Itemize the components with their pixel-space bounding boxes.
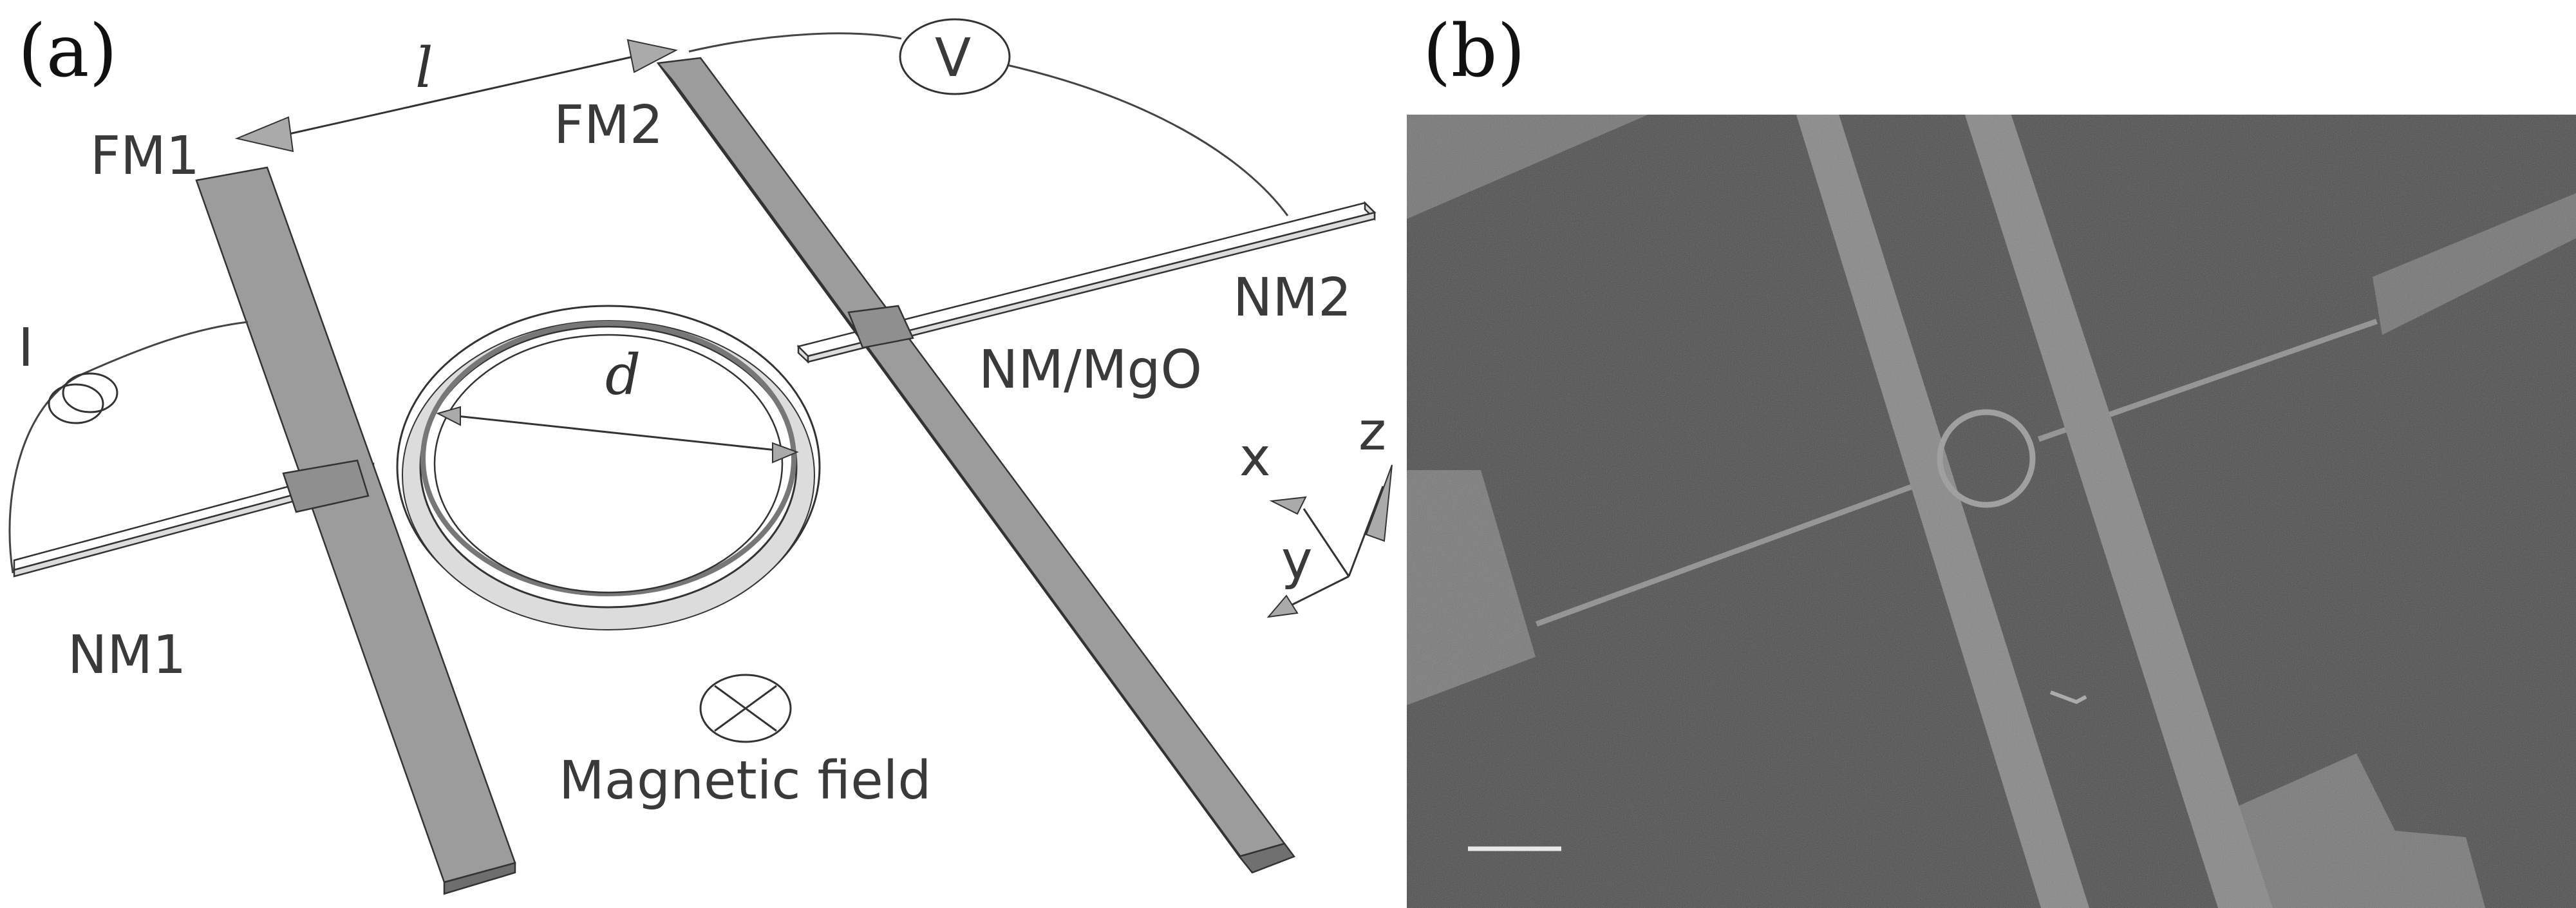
nm-mgo-label: NM/MgO <box>979 339 1202 401</box>
nm2-strip <box>796 200 1377 364</box>
axis-y-label: y <box>1281 530 1313 591</box>
nm1-label: NM1 <box>68 625 186 686</box>
fm2-bar <box>656 57 1295 874</box>
axis-x-label: x <box>1239 427 1271 488</box>
length-label: l <box>415 36 433 100</box>
panel-a-label: (a) <box>18 10 117 93</box>
nm2-label: NM2 <box>1233 267 1351 328</box>
magnetic-field-label: Magnetic field <box>559 750 931 811</box>
length-arrow <box>234 39 678 153</box>
current-source-icon <box>48 372 118 424</box>
axis-z-label: z <box>1359 401 1386 462</box>
panel-b: (b) <box>1407 0 2576 908</box>
voltmeter-icon <box>899 18 1011 95</box>
magnetic-field-icon <box>699 674 792 743</box>
fm1-bar <box>195 166 516 895</box>
nm1-strip <box>13 462 375 578</box>
fm2-label: FM2 <box>554 95 663 156</box>
diameter-arrow <box>436 406 799 464</box>
panel-b-label: (b) <box>1423 10 1525 93</box>
fm1-label: FM1 <box>90 126 200 187</box>
diameter-label: d <box>605 343 641 408</box>
sem-image <box>1407 115 2576 908</box>
current-label: I <box>18 317 33 379</box>
ring <box>396 305 821 630</box>
panel-a: (a) FM1 FM2 NM1 NM2 NM/MgO I V l d x y z… <box>8 10 1393 895</box>
axes-icon <box>1266 464 1393 618</box>
voltage-label: V <box>935 28 971 89</box>
voltage-wire <box>688 32 1289 216</box>
